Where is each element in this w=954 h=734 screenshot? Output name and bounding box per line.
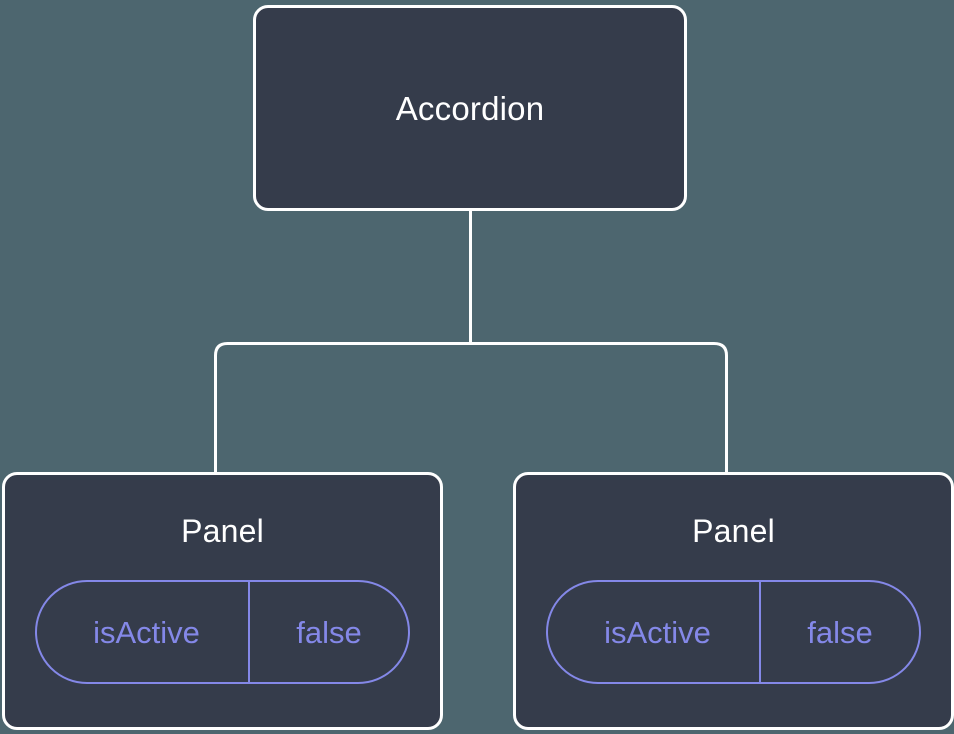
- state-key-label: isActive: [37, 582, 250, 682]
- state-value-label: false: [296, 614, 362, 650]
- state-value-label: false: [807, 614, 873, 650]
- state-badge-panel-2[interactable]: isActive false: [546, 580, 921, 684]
- node-panel-1[interactable]: Panel isActive false: [2, 472, 443, 730]
- state-badge-panel-1[interactable]: isActive false: [35, 580, 410, 684]
- node-panel-2-label: Panel: [692, 513, 775, 549]
- node-panel-1-label: Panel: [181, 513, 264, 549]
- connector-bus: [214, 342, 728, 472]
- node-accordion[interactable]: Accordion: [253, 5, 687, 211]
- state-key-label: isActive: [548, 582, 761, 682]
- node-accordion-label: Accordion: [395, 89, 545, 127]
- node-panel-2[interactable]: Panel isActive false: [513, 472, 954, 730]
